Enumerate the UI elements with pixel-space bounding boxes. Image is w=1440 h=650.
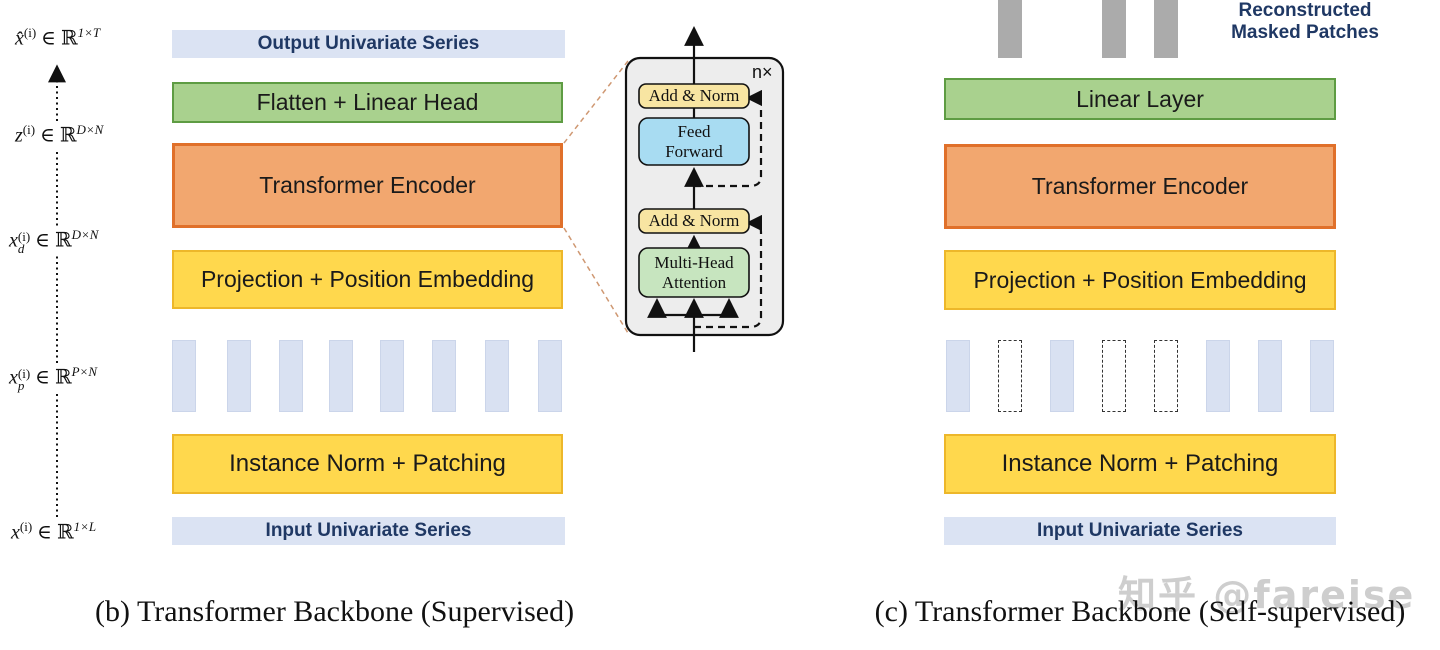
patch [1258, 340, 1282, 412]
input-univariate-series-box-left: Input Univariate Series [172, 517, 565, 545]
patch [227, 340, 251, 412]
residual-connections [694, 89, 763, 329]
flatten-linear-head-box: Flatten + Linear Head [172, 82, 563, 123]
transformer-encoder-box-right: Transformer Encoder [944, 144, 1336, 229]
detail-blocks [638, 83, 750, 298]
caption-supervised: (b) Transformer Backbone (Supervised) [95, 595, 575, 628]
multi-head-attention-label: Multi-Head Attention [654, 252, 734, 292]
add-norm-bottom-label: Add & Norm [648, 211, 740, 230]
patch [279, 340, 303, 412]
patch [1154, 340, 1178, 412]
patch [432, 340, 456, 412]
add-norm-top-block [638, 83, 750, 109]
patch [538, 340, 562, 412]
patch [1310, 340, 1334, 412]
math-label-xp: x(i)p ∈ ℝP×N [6, 363, 100, 392]
patch [998, 340, 1022, 412]
output-univariate-series-box: Output Univariate Series [172, 30, 565, 58]
projection-position-embedding-box-right: Projection + Position Embedding [944, 250, 1336, 310]
feed-forward-block [638, 117, 750, 166]
patch [1206, 340, 1230, 412]
add-norm-bottom-block [638, 208, 750, 234]
transformer-encoder-box-left: Transformer Encoder [172, 143, 563, 228]
caption-self-supervised: (c) Transformer Backbone (Self-supervise… [874, 595, 1406, 628]
reconstructed-patch-bar [1102, 0, 1126, 58]
math-label-z: z(i) ∈ ℝD×N [12, 121, 107, 149]
linear-layer-box: Linear Layer [944, 78, 1336, 120]
zoom-connector-lines [563, 60, 629, 334]
instance-norm-patching-box-left: Instance Norm + Patching [172, 434, 563, 494]
input-univariate-series-box-right: Input Univariate Series [944, 517, 1336, 545]
math-label-output: x̂(i) ∈ ℝ1×T [12, 24, 104, 52]
add-norm-top-label: Add & Norm [648, 86, 740, 105]
reconstructed-patch-bar [998, 0, 1022, 58]
reconstructed-patch-bar [1154, 0, 1178, 58]
patch [485, 340, 509, 412]
repeat-count-label: n× [752, 62, 773, 82]
reconstructed-masked-patches-label: Reconstructed Masked Patches [1231, 0, 1379, 43]
patch [946, 340, 970, 412]
multi-head-attention-block [638, 247, 750, 298]
patch [1102, 340, 1126, 412]
patch [1050, 340, 1074, 412]
instance-norm-patching-box-right: Instance Norm + Patching [944, 434, 1336, 494]
projection-position-embedding-box-left: Projection + Position Embedding [172, 250, 563, 309]
patch [380, 340, 404, 412]
patch [172, 340, 196, 412]
watermark: 知乎 @fareise [1118, 573, 1416, 617]
math-label-xd: x(i)d ∈ ℝD×N [6, 226, 102, 255]
feed-forward-label: Feed Forward [665, 121, 723, 161]
patch [329, 340, 353, 412]
math-label-input: x(i) ∈ ℝ1×L [8, 518, 100, 546]
